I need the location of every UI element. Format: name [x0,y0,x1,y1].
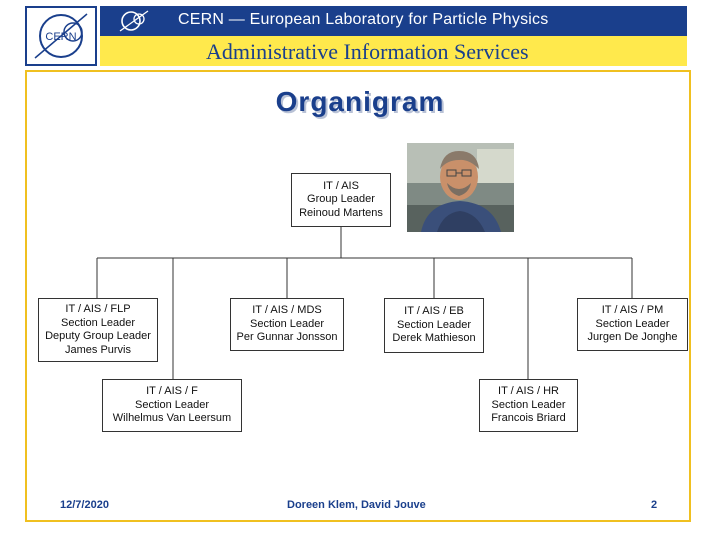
org-node-group-leader: IT / AIS Group Leader Reinoud Martens [291,173,391,227]
group-leader-photo [407,143,514,232]
footer-page-number: 2 [651,499,658,511]
slide-frame [25,70,691,522]
node-line: Section Leader [135,398,209,411]
node-line: James Purvis [64,343,132,356]
org-node-flp: IT / AIS / FLP Section Leader Deputy Gro… [38,298,158,362]
org-node-hr: IT / AIS / HR Section Leader Francois Br… [479,379,578,432]
cern-logo: CERN [25,6,97,66]
node-line: Group Leader [307,193,375,206]
node-line: Section Leader [397,318,471,331]
node-line: Per Gunnar Jonsson [236,331,338,344]
org-node-mds: IT / AIS / MDS Section Leader Per Gunnar… [230,298,344,351]
node-line: IT / AIS / PM [601,304,664,317]
org-node-f: IT / AIS / F Section Leader Wilhelmus Va… [102,379,242,432]
services-banner: Administrative Information Services [100,36,687,66]
node-line: Section Leader [61,316,135,329]
node-line: IT / AIS / MDS [252,304,322,317]
node-line: Reinoud Martens [299,206,383,219]
org-node-eb: IT / AIS / EB Section Leader Derek Mathi… [384,298,484,353]
node-line: IT / AIS / EB [404,305,464,318]
footer-date: 12/7/2020 [60,499,109,511]
services-title: Administrative Information Services [206,39,529,64]
node-line: Wilhelmus Van Leersum [112,412,232,425]
header-banner: CERN — European Laboratory for Particle … [100,6,687,36]
node-line: Derek Mathieson [392,332,476,345]
org-node-pm: IT / AIS / PM Section Leader Jurgen De J… [577,298,688,351]
node-line: Section Leader [250,317,324,330]
page-title: Organigram [275,86,445,117]
lab-name: CERN — European Laboratory for Particle … [178,11,549,28]
node-line: Deputy Group Leader [45,330,151,342]
node-line: Section Leader [595,317,670,330]
node-line: Section Leader [491,398,566,411]
node-line: Francois Briard [491,412,566,425]
node-line: IT / AIS / F [146,385,198,398]
footer-authors: Doreen Klem, David Jouve [287,499,426,511]
svg-text:CERN: CERN [45,31,76,43]
cern-small-logo-icon [119,10,149,32]
node-line: IT / AIS / HR [498,385,559,398]
node-line: Jurgen De Jonghe [587,331,678,344]
node-line: IT / AIS / FLP [65,303,131,315]
node-line: IT / AIS [323,179,359,192]
